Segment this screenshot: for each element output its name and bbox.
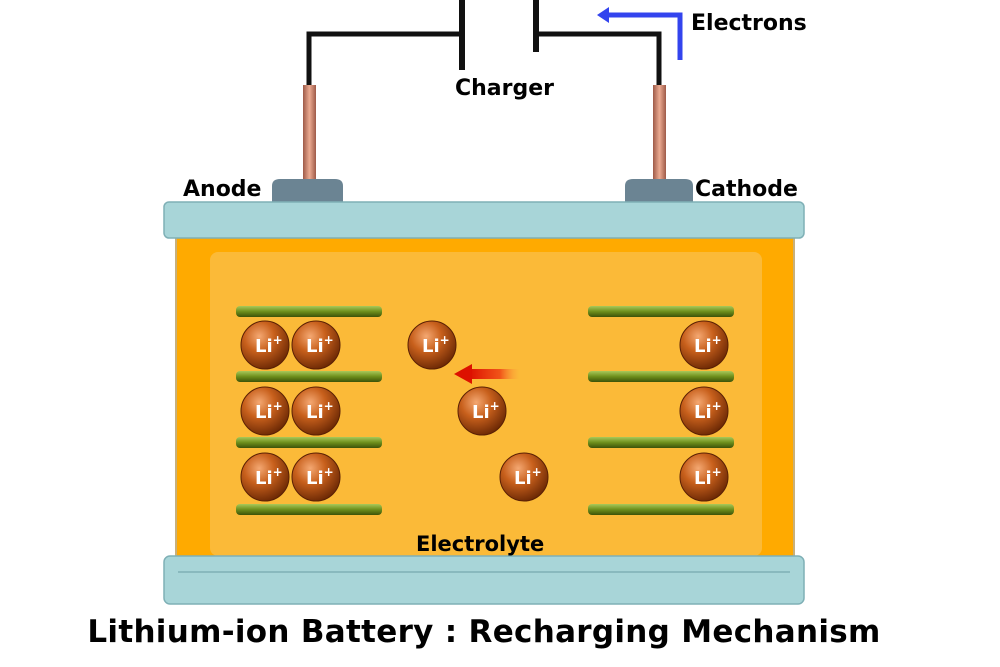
right-wire <box>536 31 662 85</box>
anode-plate <box>236 306 382 317</box>
lithium-ion-label: Li+ <box>694 399 722 423</box>
lithium-ion-label: Li+ <box>694 465 722 489</box>
anode-label: Anode <box>183 177 262 202</box>
cathode-label: Cathode <box>695 177 798 202</box>
cathode-plates <box>588 306 734 515</box>
cathode-plate <box>588 437 734 448</box>
lithium-ion: Li+ <box>679 386 729 436</box>
lithium-ion: Li+ <box>679 320 729 370</box>
electrons-label: Electrons <box>691 11 807 36</box>
lithium-ion-label: Li+ <box>306 333 334 357</box>
charger-label: Charger <box>455 76 555 101</box>
lithium-ion: Li+ <box>240 320 290 370</box>
lithium-ions: Li+ Li+ Li+ Li+ Li+ Li+ Li+ Li+ Li+ Li+ Li+ Li+ <box>240 320 729 502</box>
lithium-ion: Li+ <box>291 452 341 502</box>
cathode-rod <box>653 85 666 185</box>
cathode-plate <box>588 306 734 317</box>
lithium-ion: Li+ <box>240 386 290 436</box>
charger-plate-short <box>533 0 539 52</box>
battery-lid <box>163 201 805 239</box>
charger-plate-long <box>459 0 465 70</box>
anode-terminal <box>272 179 343 206</box>
anode-plate <box>236 437 382 448</box>
lithium-ion: Li+ <box>240 452 290 502</box>
battery-base <box>163 555 805 605</box>
cathode-plate <box>588 504 734 515</box>
lithium-ion-label: Li+ <box>514 465 542 489</box>
cathode-terminal <box>625 179 693 206</box>
anode-plates <box>236 306 382 515</box>
lithium-ion: Li+ <box>499 452 549 502</box>
charger-circuit <box>306 0 662 85</box>
lithium-ion: Li+ <box>407 320 457 370</box>
electrolyte-label: Electrolyte <box>416 532 545 556</box>
lithium-ion-label: Li+ <box>694 333 722 357</box>
lithium-ion-label: Li+ <box>255 399 283 423</box>
lithium-ion-label: Li+ <box>306 399 334 423</box>
cathode-plate <box>588 371 734 382</box>
lithium-ion: Li+ <box>291 386 341 436</box>
lithium-ion-label: Li+ <box>255 465 283 489</box>
electron-flow-arrow <box>597 7 683 60</box>
lithium-ion: Li+ <box>457 386 507 436</box>
lithium-ion: Li+ <box>679 452 729 502</box>
anode-plate <box>236 371 382 382</box>
ion-migration-arrow <box>454 364 520 384</box>
lithium-ion-label: Li+ <box>306 465 334 489</box>
diagram-title: Lithium-ion Battery : Recharging Mechani… <box>87 614 881 650</box>
lithium-ion: Li+ <box>291 320 341 370</box>
anode-plate <box>236 504 382 515</box>
left-wire <box>306 31 462 85</box>
lithium-ion-label: Li+ <box>255 333 283 357</box>
lithium-ion-label: Li+ <box>472 399 500 423</box>
lithium-ion-label: Li+ <box>422 333 450 357</box>
anode-rod <box>303 85 316 185</box>
